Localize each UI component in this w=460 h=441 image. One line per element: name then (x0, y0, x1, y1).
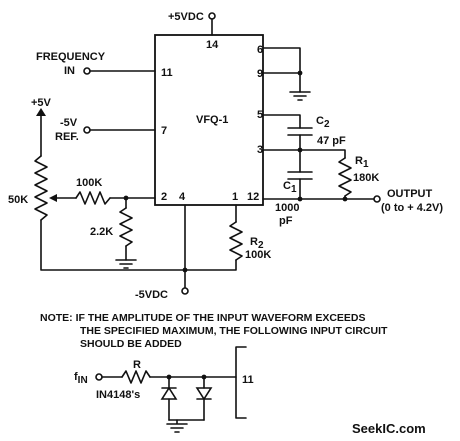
resistor-100k-label: 100K (76, 177, 102, 189)
output-label: OUTPUT (387, 188, 433, 200)
pot-50k-zigzag (34, 155, 48, 221)
c2-value: 47 pF (317, 135, 346, 147)
pin-3-label: 3 (257, 144, 263, 156)
ground-symbol-right (289, 91, 311, 101)
wire-r2-bottom (184, 259, 237, 271)
ref-label-line1: -5V (60, 117, 78, 129)
c1-value-line1: 1000 (275, 202, 299, 214)
resistor-r-input-label: R (133, 359, 141, 371)
output-range: (0 to + 4.2V) (381, 202, 443, 214)
supply-bottom-label: -5VDC (135, 289, 168, 301)
watermark: SeekIC.com (352, 421, 426, 436)
resistor-2k2-label: 2.2K (90, 226, 113, 238)
frequency-label-line2: IN (64, 65, 75, 77)
r2-value: 100K (245, 249, 271, 261)
pin-12-label: 12 (247, 191, 259, 203)
r1-name: R1 (355, 155, 369, 170)
ref-label-line2: REF. (55, 131, 79, 143)
pin-1-label: 1 (232, 191, 238, 203)
resistor-r2-zigzag (229, 221, 243, 261)
capacitor-c2 (287, 127, 313, 136)
wire-pin5 (262, 114, 301, 129)
plus5v-label: +5V (31, 97, 52, 109)
resistor-r-input-zigzag (121, 370, 151, 384)
junction-output-c1 (297, 196, 303, 202)
ground-symbol-left (115, 259, 137, 269)
note-line2: THE SPECIFIED MAXIMUM, THE FOLLOWING INP… (80, 325, 388, 337)
junction-output-r1 (342, 196, 348, 202)
frequency-input-terminal (83, 67, 91, 75)
diode2-icon (195, 387, 213, 401)
pin-7-label: 7 (161, 125, 167, 137)
fin-label: fIN (74, 371, 88, 386)
pin-2-label: 2 (161, 191, 167, 203)
pin-5-label: 5 (257, 109, 263, 121)
supply-top-terminal (208, 12, 216, 20)
ground-symbol-bottom (166, 419, 188, 433)
c1-value-line2: pF (279, 215, 293, 227)
resistor-r1-zigzag (338, 157, 352, 197)
r2-name: R2 (250, 236, 264, 251)
note-line1: NOTE: IF THE AMPLITUDE OF THE INPUT WAVE… (40, 312, 366, 324)
wire-pot-bottom (40, 219, 186, 271)
pin-6-label: 6 (257, 44, 263, 56)
output-terminal (373, 195, 381, 203)
c2-name: C2 (316, 115, 330, 130)
input-circuit-pin-label: 11 (242, 374, 254, 386)
c1-name: C1 (283, 180, 297, 195)
frequency-label-line1: FREQUENCY (36, 51, 106, 63)
ic-partial-outline (235, 346, 247, 419)
diode1-icon (160, 386, 178, 400)
resistor-100k-zigzag (75, 191, 111, 205)
supply-bottom-terminal (181, 287, 189, 295)
pin-14-label: 14 (206, 39, 219, 51)
ic-body (154, 34, 264, 206)
plus5v-arrow-icon (36, 108, 46, 116)
note-line3: SHOULD BE ADDED (80, 338, 182, 350)
ic-name: VFQ-1 (196, 114, 228, 126)
diodes-label: IN4148's (96, 389, 140, 401)
pot-50k-label: 50K (8, 194, 28, 206)
wire-pin6 (262, 47, 301, 93)
resistor-2k2-zigzag (119, 207, 133, 247)
pin-4-label: 4 (179, 191, 186, 203)
wire-pin3 (262, 149, 346, 159)
junction-pin9 (297, 70, 303, 76)
supply-top-label: +5VDC (168, 11, 204, 23)
ref-input-terminal (83, 126, 91, 134)
fin-terminal (95, 373, 103, 381)
capacitor-c1 (287, 171, 313, 180)
pin-11-label: 11 (161, 67, 173, 79)
pin-9-label: 9 (257, 68, 263, 80)
pot-wiper-arrow-icon (49, 194, 57, 202)
r1-value: 180K (353, 172, 379, 184)
